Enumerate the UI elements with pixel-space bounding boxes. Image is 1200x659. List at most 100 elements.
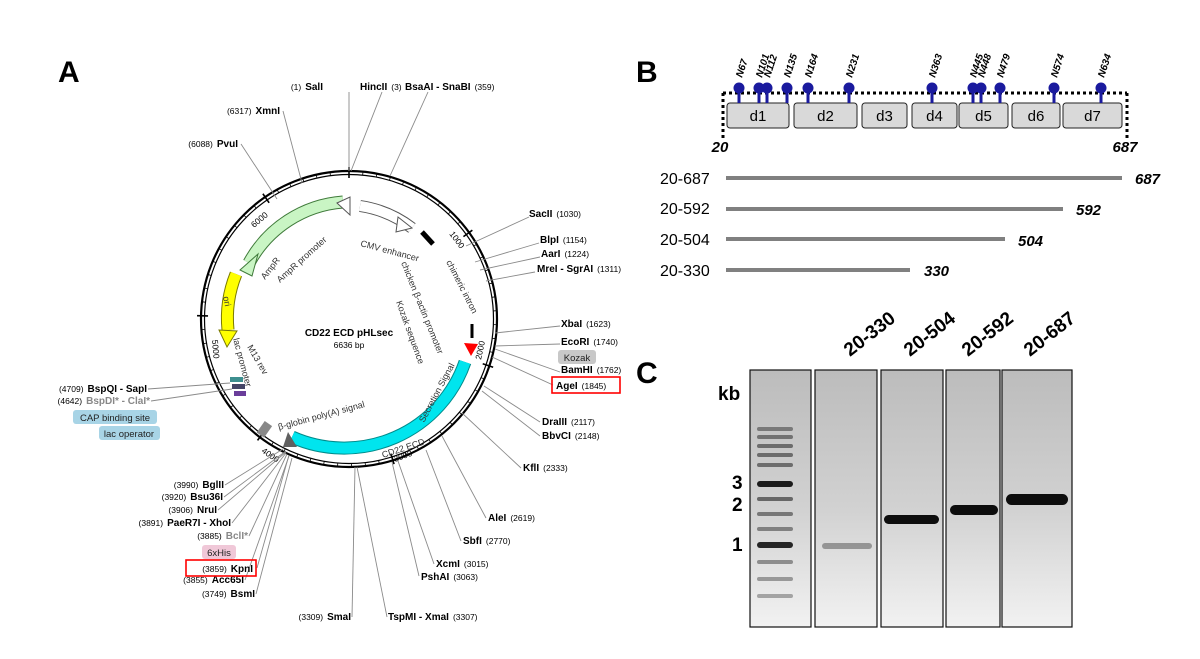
cmv-arrowhead xyxy=(395,216,414,233)
glyco-site-N445 xyxy=(967,82,979,94)
lac-operator-tag xyxy=(99,426,160,440)
site-bamhi: BamHI(1762) xyxy=(561,365,621,376)
label-chimeric-intron: chimeric intron xyxy=(444,258,479,315)
lac-operator-label: lac operator xyxy=(104,429,154,440)
site-bspqi: (4709)BspQI - SapI xyxy=(59,384,147,395)
minor-tick xyxy=(491,296,496,298)
glyco-label-N164: N164 xyxy=(803,52,821,79)
site-pshai: PshAI(3063) xyxy=(421,572,478,583)
construct-label-20-687: 20-687 xyxy=(660,171,710,188)
minor-tick xyxy=(428,439,432,443)
plasmid-circle-inner xyxy=(203,173,495,465)
glyco-site-N363 xyxy=(926,82,938,94)
actin-marker xyxy=(420,230,435,246)
lane-header-20-592: 20-592 xyxy=(958,308,1018,361)
scale-ticks xyxy=(197,167,497,467)
construct-label-20-330: 20-330 xyxy=(660,263,710,280)
domain-label-d3: d3 xyxy=(876,108,893,125)
minor-tick xyxy=(489,351,494,353)
minor-tick xyxy=(485,269,489,272)
minor-tick xyxy=(296,454,299,458)
ladder-bands xyxy=(757,427,793,598)
site-bcli: (3885)BclI* xyxy=(197,531,248,542)
cap-binding-site-label: CAP binding site xyxy=(80,413,150,424)
glyco-site-N112 xyxy=(761,82,773,94)
gel-lane-20-504 xyxy=(880,369,944,628)
construct-bar-20-592 xyxy=(726,207,1063,211)
site-paer7i: (3891)PaeR7I - XhoI xyxy=(139,518,232,529)
glyco-label-N363: N363 xyxy=(927,52,945,79)
minor-tick xyxy=(375,173,378,178)
ori-arc xyxy=(221,271,242,331)
glyco-site-N101 xyxy=(753,82,765,94)
domain-end-label: 687 xyxy=(1112,139,1138,156)
site-sacii: SacII(1030) xyxy=(529,209,581,220)
lane-header-20-504: 20-504 xyxy=(900,308,960,361)
construct-bar-20-504 xyxy=(726,237,1005,241)
minor-tick xyxy=(402,181,405,185)
band-20-592 xyxy=(950,505,998,515)
plasmid-size: 6636 bp xyxy=(334,340,365,350)
minor-tick xyxy=(203,342,207,345)
gel-lane-20-592 xyxy=(945,369,1001,628)
marker-label-3: 3 xyxy=(732,473,743,494)
domain-label-d7: d7 xyxy=(1084,108,1101,125)
cd22-arrowhead xyxy=(283,432,297,447)
minor-tick xyxy=(218,248,223,251)
minor-tick xyxy=(437,202,441,206)
domain-label-d4: d4 xyxy=(926,108,943,125)
site-kfli: KflI(2333) xyxy=(523,463,568,474)
construct-end-330: 330 xyxy=(924,263,950,280)
major-tick xyxy=(462,229,473,238)
agei-highlight-box xyxy=(551,376,621,394)
site-sali: (1)SalI xyxy=(291,82,323,93)
site-xmni: (6317)XmnI xyxy=(227,106,280,117)
gel-lane-20-330 xyxy=(814,369,878,628)
marker-label-1: 1 xyxy=(732,535,743,556)
gel-unit-label: kb xyxy=(718,384,740,405)
minor-tick xyxy=(248,425,252,429)
label-cmv-enhancer: CMV enhancer xyxy=(359,238,420,263)
site-agei: AgeI(1845) xyxy=(556,381,606,392)
plasmid-circle-outer xyxy=(199,169,499,469)
kpni-highlight-box xyxy=(185,559,257,577)
glyco-site-N164 xyxy=(802,82,814,94)
minor-tick xyxy=(459,411,463,415)
site-draiii: DraIII(2117) xyxy=(542,417,595,428)
panel-label-c: C xyxy=(636,357,658,390)
glyco-site-N574 xyxy=(1048,82,1060,94)
site-bsmi: (3749)BsmI xyxy=(202,589,255,600)
major-tick xyxy=(262,193,270,204)
glyco-site-N67 xyxy=(733,82,745,94)
label-ampr-promoter: AmpR promoter xyxy=(275,235,329,285)
minor-tick xyxy=(426,194,429,198)
minor-tick xyxy=(207,274,212,276)
minor-tick xyxy=(222,393,226,397)
cap-binding-site-tag xyxy=(73,410,157,424)
panel-label-a: A xyxy=(58,56,80,89)
minor-tick xyxy=(323,461,325,465)
tick-label-5000: 5000 xyxy=(210,339,222,359)
glyco-site-N135 xyxy=(781,82,793,94)
lane-header-20-687: 20-687 xyxy=(1020,308,1080,361)
minor-tick xyxy=(234,225,238,228)
site-acc65i: (3855)Acc65I xyxy=(183,575,244,586)
gel-image: kb 3 2 1 20-330 20-504 20-5 xyxy=(718,308,1080,628)
domain-label-d1: d1 xyxy=(750,108,767,125)
site-hincii: HincII(3) xyxy=(360,82,402,93)
site-alei: AleI(2619) xyxy=(488,513,535,524)
minor-tick xyxy=(205,356,210,358)
minor-tick xyxy=(271,441,274,446)
glyco-site-N448 xyxy=(975,82,987,94)
minor-tick xyxy=(389,176,391,181)
panel-label-b: B xyxy=(636,56,658,89)
minor-tick xyxy=(215,381,220,384)
domain-box-d6 xyxy=(1011,102,1061,129)
minor-tick xyxy=(467,401,471,404)
ampr-promoter-arrow xyxy=(336,196,351,217)
band-20-687 xyxy=(1006,494,1068,505)
minor-tick xyxy=(457,221,461,225)
